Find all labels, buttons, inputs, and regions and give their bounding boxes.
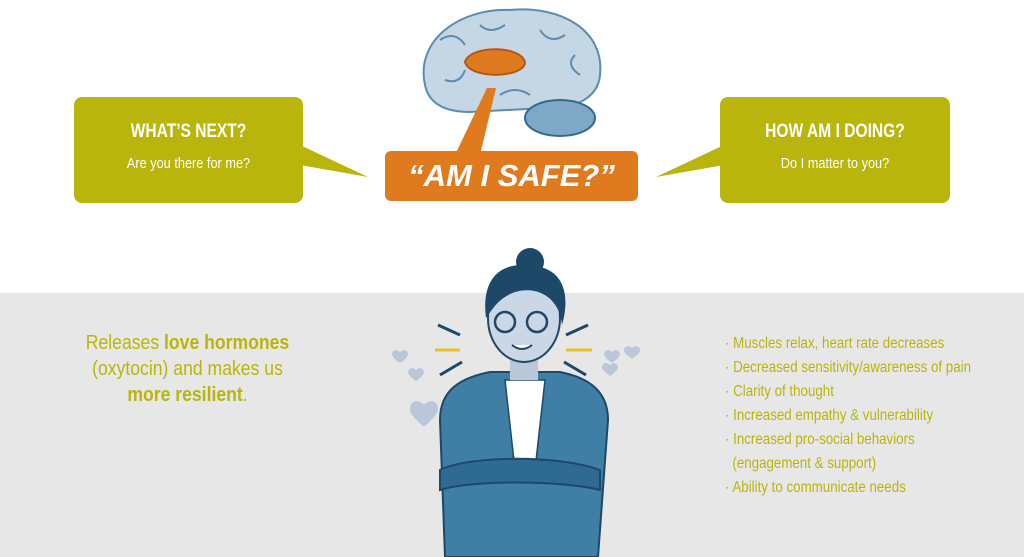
whats-next-title: WHAT’S NEXT? <box>130 121 247 142</box>
am-i-safe-bubble: “AM I SAFE?” <box>385 151 638 201</box>
summary-bold: more resilient <box>127 384 243 406</box>
woman-figure-icon <box>435 248 610 557</box>
how-am-i-doing-subtitle: Do I matter to you? <box>780 155 890 172</box>
list-item: · Increased empathy & vulnerability <box>725 407 934 424</box>
how-am-i-doing-title: HOW AM I DOING? <box>765 121 905 142</box>
list-item: · Decreased sensitivity/awareness of pai… <box>725 359 971 376</box>
brain-icon <box>422 8 602 137</box>
whats-next-subtitle: Are you there for me? <box>126 155 251 172</box>
whats-next-bubble: WHAT’S NEXT? Are you there for me? <box>74 97 303 203</box>
summary-part: . <box>242 384 248 406</box>
summary-part: Releases <box>85 332 165 354</box>
effects-list: · Muscles relax, heart rate decreases · … <box>725 332 1009 500</box>
summary-bold: love hormones <box>164 332 290 354</box>
list-item: · Muscles relax, heart rate decreases <box>725 335 945 352</box>
list-item: · Ability to communicate needs <box>725 479 906 496</box>
left-bubble-tail <box>300 145 368 177</box>
heart-icons <box>392 346 640 427</box>
how-am-i-doing-bubble: HOW AM I DOING? Do I matter to you? <box>720 97 950 203</box>
right-bubble-tail <box>656 145 724 177</box>
list-item: · Increased pro-social behaviors <box>725 431 915 448</box>
summary-text: Releases love hormones (oxytocin) and ma… <box>75 330 299 408</box>
summary-part: (oxytocin) and makes us <box>92 358 283 380</box>
list-item: · Clarity of thought <box>725 383 834 400</box>
safe-bubble-tail <box>455 88 496 155</box>
list-item: (engagement & support) <box>725 455 877 472</box>
